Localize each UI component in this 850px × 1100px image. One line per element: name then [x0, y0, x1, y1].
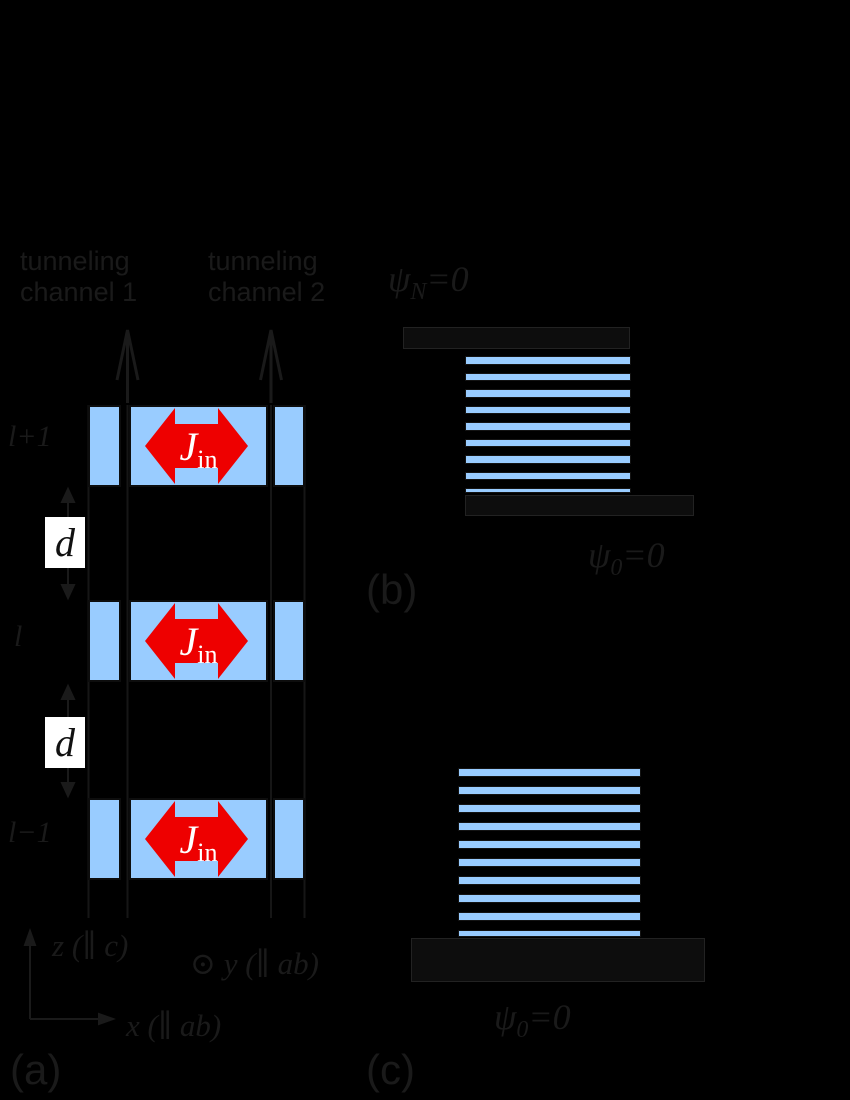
panel-c-label: (c) — [366, 1046, 415, 1093]
current-symbol: J — [179, 816, 198, 862]
superconducting-layer-stripe — [458, 822, 641, 831]
psi-symbol: ψ — [494, 997, 517, 1037]
superconducting-layer-stripe — [458, 894, 641, 903]
layer-rect — [129, 798, 268, 880]
superconducting-layer-stripe — [458, 786, 641, 795]
layer-index-label: l−1 — [8, 816, 52, 849]
in-plane-current-arrow — [145, 603, 248, 679]
layer-rect — [88, 405, 121, 487]
x-axis-label: x (∥ ab) — [126, 1008, 222, 1043]
channel-1-label-line2: channel 1 — [20, 277, 138, 307]
psi-subscript: N — [410, 279, 427, 306]
layer-rect — [273, 600, 305, 682]
superconducting-layer-stripe — [465, 405, 631, 414]
tunneling-channel-1-label: tunneling channel 1 — [20, 246, 137, 308]
in-plane-current-arrow — [145, 408, 248, 484]
y-axis-label: ⊙ y (∥ ab) — [190, 946, 319, 981]
superconducting-layer-stripe — [458, 930, 641, 937]
layer-rect — [129, 600, 268, 682]
superconducting-layer-stripe — [458, 840, 641, 849]
superconducting-layer-stripe — [458, 876, 641, 885]
bottom-electrode-bar — [465, 495, 694, 516]
superconducting-layer-stripe — [458, 804, 641, 813]
x-axis-arrow — [30, 1012, 116, 1026]
layer-stack-b — [465, 356, 631, 493]
layer-index-label: l — [14, 620, 23, 653]
panel-a-label: (a) — [10, 1046, 62, 1093]
superconducting-layer-stripe — [465, 455, 631, 464]
channel-2-label-line1: tunneling — [208, 246, 318, 276]
layer-rect — [273, 798, 305, 880]
layer-rect — [273, 405, 305, 487]
superconducting-layer-stripe — [465, 422, 631, 431]
spacing-d-label: d — [55, 520, 75, 565]
z-axis-arrow — [23, 928, 37, 1019]
tunneling-channel-1-arrow — [115, 329, 140, 403]
psi-subscript: 0 — [610, 555, 623, 582]
psi-symbol: ψ — [588, 535, 611, 575]
substrate-electrode-bar — [411, 938, 705, 982]
superconducting-layer-stripe — [465, 372, 631, 381]
current-symbol: J — [179, 423, 198, 469]
superconducting-layer-stripe — [458, 912, 641, 921]
panel-b-label: (b) — [366, 566, 418, 613]
spacing-d-box: d — [45, 717, 85, 768]
top-electrode-bar — [403, 327, 630, 349]
current-subscript: in — [197, 640, 218, 669]
current-subscript: in — [197, 445, 218, 474]
tunneling-channel-2-label: tunneling channel 2 — [208, 246, 325, 308]
layer-rect — [88, 798, 121, 880]
spacing-d-box: d — [45, 517, 85, 568]
superconducting-layer-stripe — [465, 356, 631, 365]
superconducting-layer-stripe — [465, 471, 631, 480]
spacing-d-label: d — [55, 720, 75, 765]
superconducting-layer-stripe — [458, 768, 641, 777]
bottom-boundary-condition: ψ0=0 — [588, 534, 665, 582]
superconducting-layer-stripe — [465, 389, 631, 398]
psi-subscript: 0 — [516, 1017, 529, 1044]
psi-symbol: ψ — [388, 259, 411, 299]
psi-equals: =0 — [528, 997, 571, 1037]
layer-rect — [88, 600, 121, 682]
psi-equals: =0 — [426, 259, 469, 299]
layer-index-label: l+1 — [8, 420, 52, 453]
current-subscript: in — [197, 838, 218, 867]
layer-rect — [129, 405, 268, 487]
top-boundary-condition: ψN=0 — [388, 258, 469, 306]
current-symbol: J — [179, 618, 198, 664]
channel-2-label-line2: channel 2 — [208, 277, 326, 307]
in-plane-current-arrow — [145, 801, 248, 877]
z-axis-label: z (∥ c) — [52, 928, 129, 963]
tunneling-channel-2-arrow — [259, 329, 283, 403]
layer-stack-c — [458, 768, 641, 937]
psi-equals: =0 — [622, 535, 665, 575]
superconducting-layer-stripe — [465, 438, 631, 447]
bottom-boundary-condition: ψ0=0 — [494, 996, 571, 1044]
superconducting-layer-stripe — [458, 858, 641, 867]
channel-1-label-line1: tunneling — [20, 246, 130, 276]
superconducting-layer-stripe — [465, 488, 631, 493]
